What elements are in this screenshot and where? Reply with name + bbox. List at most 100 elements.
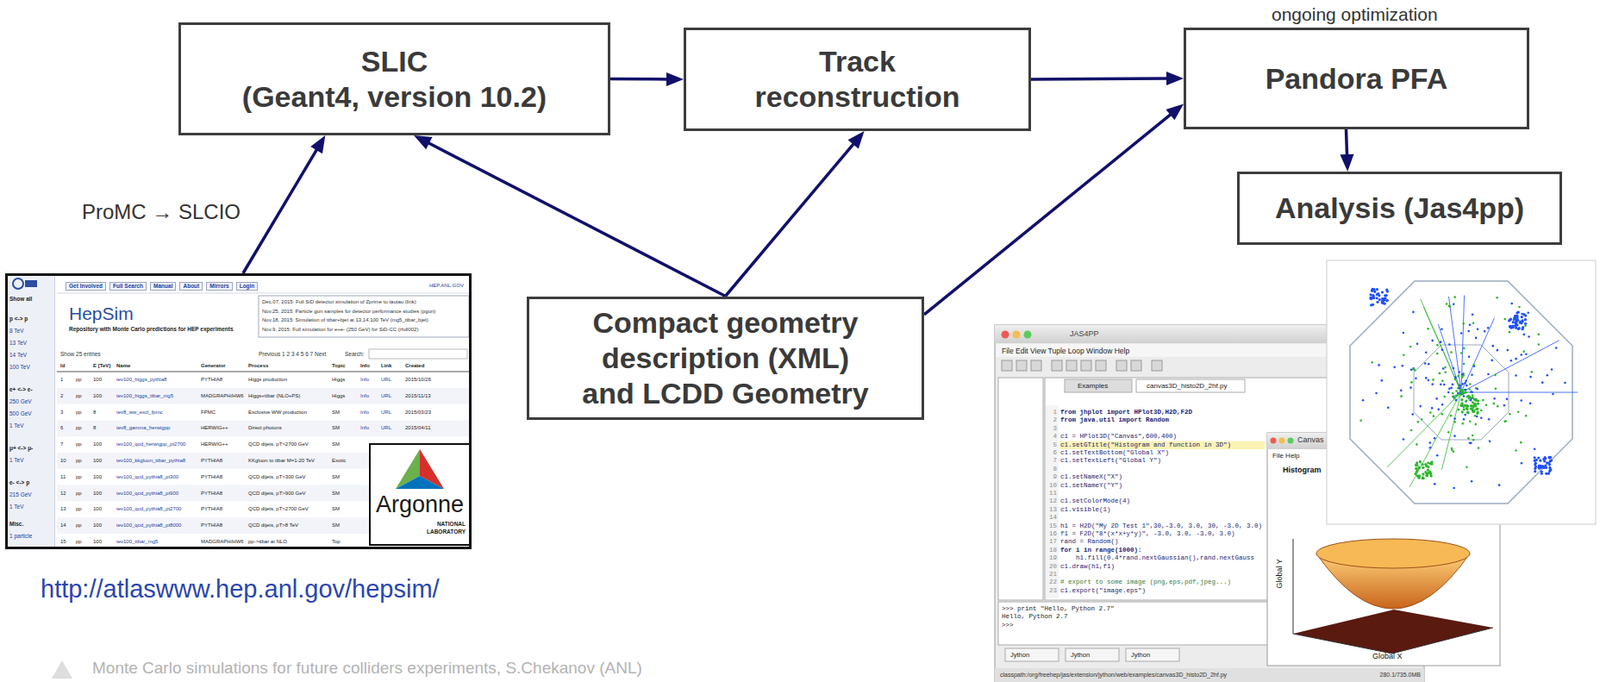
drawing-part xyxy=(1279,437,1286,444)
connector-arrow xyxy=(924,104,1184,315)
hit-dot xyxy=(1525,353,1528,357)
hit-dot xyxy=(1477,446,1481,450)
hit-dot xyxy=(1375,300,1379,304)
hit-dot xyxy=(1462,418,1466,421)
hit-dot xyxy=(1476,399,1480,402)
hit-dot xyxy=(1467,411,1470,414)
label-text: SM xyxy=(331,506,340,513)
connector-arrow xyxy=(413,135,725,297)
label-text: 2 xyxy=(1052,416,1057,425)
hit-dot xyxy=(1448,305,1451,308)
label-text: 100 xyxy=(93,441,102,448)
hit-dot xyxy=(1431,382,1434,386)
hit-dot xyxy=(1378,298,1382,301)
hit-dot xyxy=(1460,389,1463,393)
hit-dot xyxy=(1464,388,1468,392)
drawing-part xyxy=(395,475,444,489)
label-text: Higgs+ttbar (NLO+PS) xyxy=(248,393,300,400)
hit-dot xyxy=(1418,466,1421,469)
hit-dot xyxy=(1475,412,1479,415)
hit-dot xyxy=(1468,395,1471,399)
label-text: Histogram xyxy=(1282,465,1322,475)
hit-dot xyxy=(1515,311,1519,314)
label-text: 100 xyxy=(93,522,102,529)
hit-dot xyxy=(1429,446,1432,450)
hit-dot xyxy=(1451,383,1455,387)
hit-dot xyxy=(1462,394,1466,398)
hit-dot xyxy=(1450,387,1453,390)
hit-dot xyxy=(1410,429,1413,432)
hit-dot xyxy=(1421,472,1425,475)
hit-dot xyxy=(1461,404,1464,407)
hit-dot xyxy=(1454,375,1457,379)
hit-dot xyxy=(1466,404,1469,407)
label-text: 100 xyxy=(93,457,102,464)
drawing-part xyxy=(1326,260,1596,525)
hit-dot xyxy=(1547,472,1550,475)
hit-dot xyxy=(1381,379,1384,382)
label-text: 1 TeV xyxy=(9,503,25,511)
hit-dot xyxy=(1527,335,1531,338)
label-text: 23 xyxy=(1049,587,1057,595)
label-text: Created xyxy=(405,362,425,369)
hit-dot xyxy=(1453,396,1457,400)
hit-dot xyxy=(1496,405,1500,408)
hit-dot xyxy=(1409,386,1413,389)
label-text: 6 xyxy=(1052,449,1057,457)
label-text: File Edit View Tuple Loop Window Help xyxy=(1001,346,1130,356)
label-text: c1.visible(1) xyxy=(1060,506,1112,514)
hit-dot xyxy=(1526,311,1530,314)
process-box: SLIC(Geant4, version 10.2) xyxy=(178,22,611,136)
event-hits xyxy=(1359,287,1578,489)
label-text: 2015/11/13 xyxy=(405,393,432,400)
label-text: 10 xyxy=(1049,481,1057,490)
hit-dot xyxy=(1443,395,1446,399)
hit-dot xyxy=(1381,300,1384,303)
hit-dot xyxy=(1461,401,1464,405)
hit-dot xyxy=(1461,410,1464,413)
label-text: 100 xyxy=(93,490,102,497)
hit-dot xyxy=(1513,324,1517,327)
hit-dot xyxy=(1418,460,1422,463)
label-text: 100 xyxy=(93,393,102,400)
hit-dot xyxy=(1549,468,1552,471)
label-text: 13 TeV xyxy=(9,339,27,347)
hit-dot xyxy=(1519,353,1523,357)
hit-dot xyxy=(1474,423,1477,426)
label-text: Exclusive WW production xyxy=(248,409,307,416)
hit-dot xyxy=(1415,463,1419,467)
drawing-part xyxy=(1064,379,1132,393)
hit-dot xyxy=(1443,370,1447,374)
hit-dot xyxy=(1377,363,1381,367)
label-text: tev100_ttbar_mg5 xyxy=(116,538,158,545)
drawing-part xyxy=(1125,648,1180,662)
hit-dot xyxy=(1462,347,1466,350)
label-text: File Help xyxy=(1272,451,1300,461)
hit-dot xyxy=(1456,375,1460,378)
track-line xyxy=(1420,299,1462,393)
label-text: PYTHIA8 xyxy=(200,506,223,513)
label-text: 2015/10/26 xyxy=(405,376,432,383)
label-text: 3 xyxy=(60,409,63,416)
label-text: Higgs xyxy=(331,376,345,383)
arrow-head xyxy=(848,131,865,149)
drawing-part xyxy=(12,278,24,289)
label-text: MADGRAPH/HW6 xyxy=(200,393,244,400)
hit-dot xyxy=(1431,378,1435,382)
label-text: SM xyxy=(331,409,340,416)
label-text: 500 GeV xyxy=(9,410,32,418)
hit-dot xyxy=(1450,414,1453,418)
drawing-part xyxy=(56,419,469,437)
hit-dot xyxy=(1508,331,1512,334)
label-text: pp xyxy=(75,506,82,513)
label-text: 250 GeV xyxy=(9,398,32,406)
label-text: 1 xyxy=(1052,408,1057,417)
label-text: URL xyxy=(381,376,392,383)
label-text: ongoing optimization xyxy=(1271,3,1438,25)
hit-dot xyxy=(1385,293,1388,297)
label-text: 11 xyxy=(60,474,66,481)
label-text: 100 xyxy=(93,376,102,383)
label-text: URL xyxy=(381,393,392,400)
hit-dot xyxy=(1386,299,1389,302)
hit-dot xyxy=(1411,412,1414,416)
